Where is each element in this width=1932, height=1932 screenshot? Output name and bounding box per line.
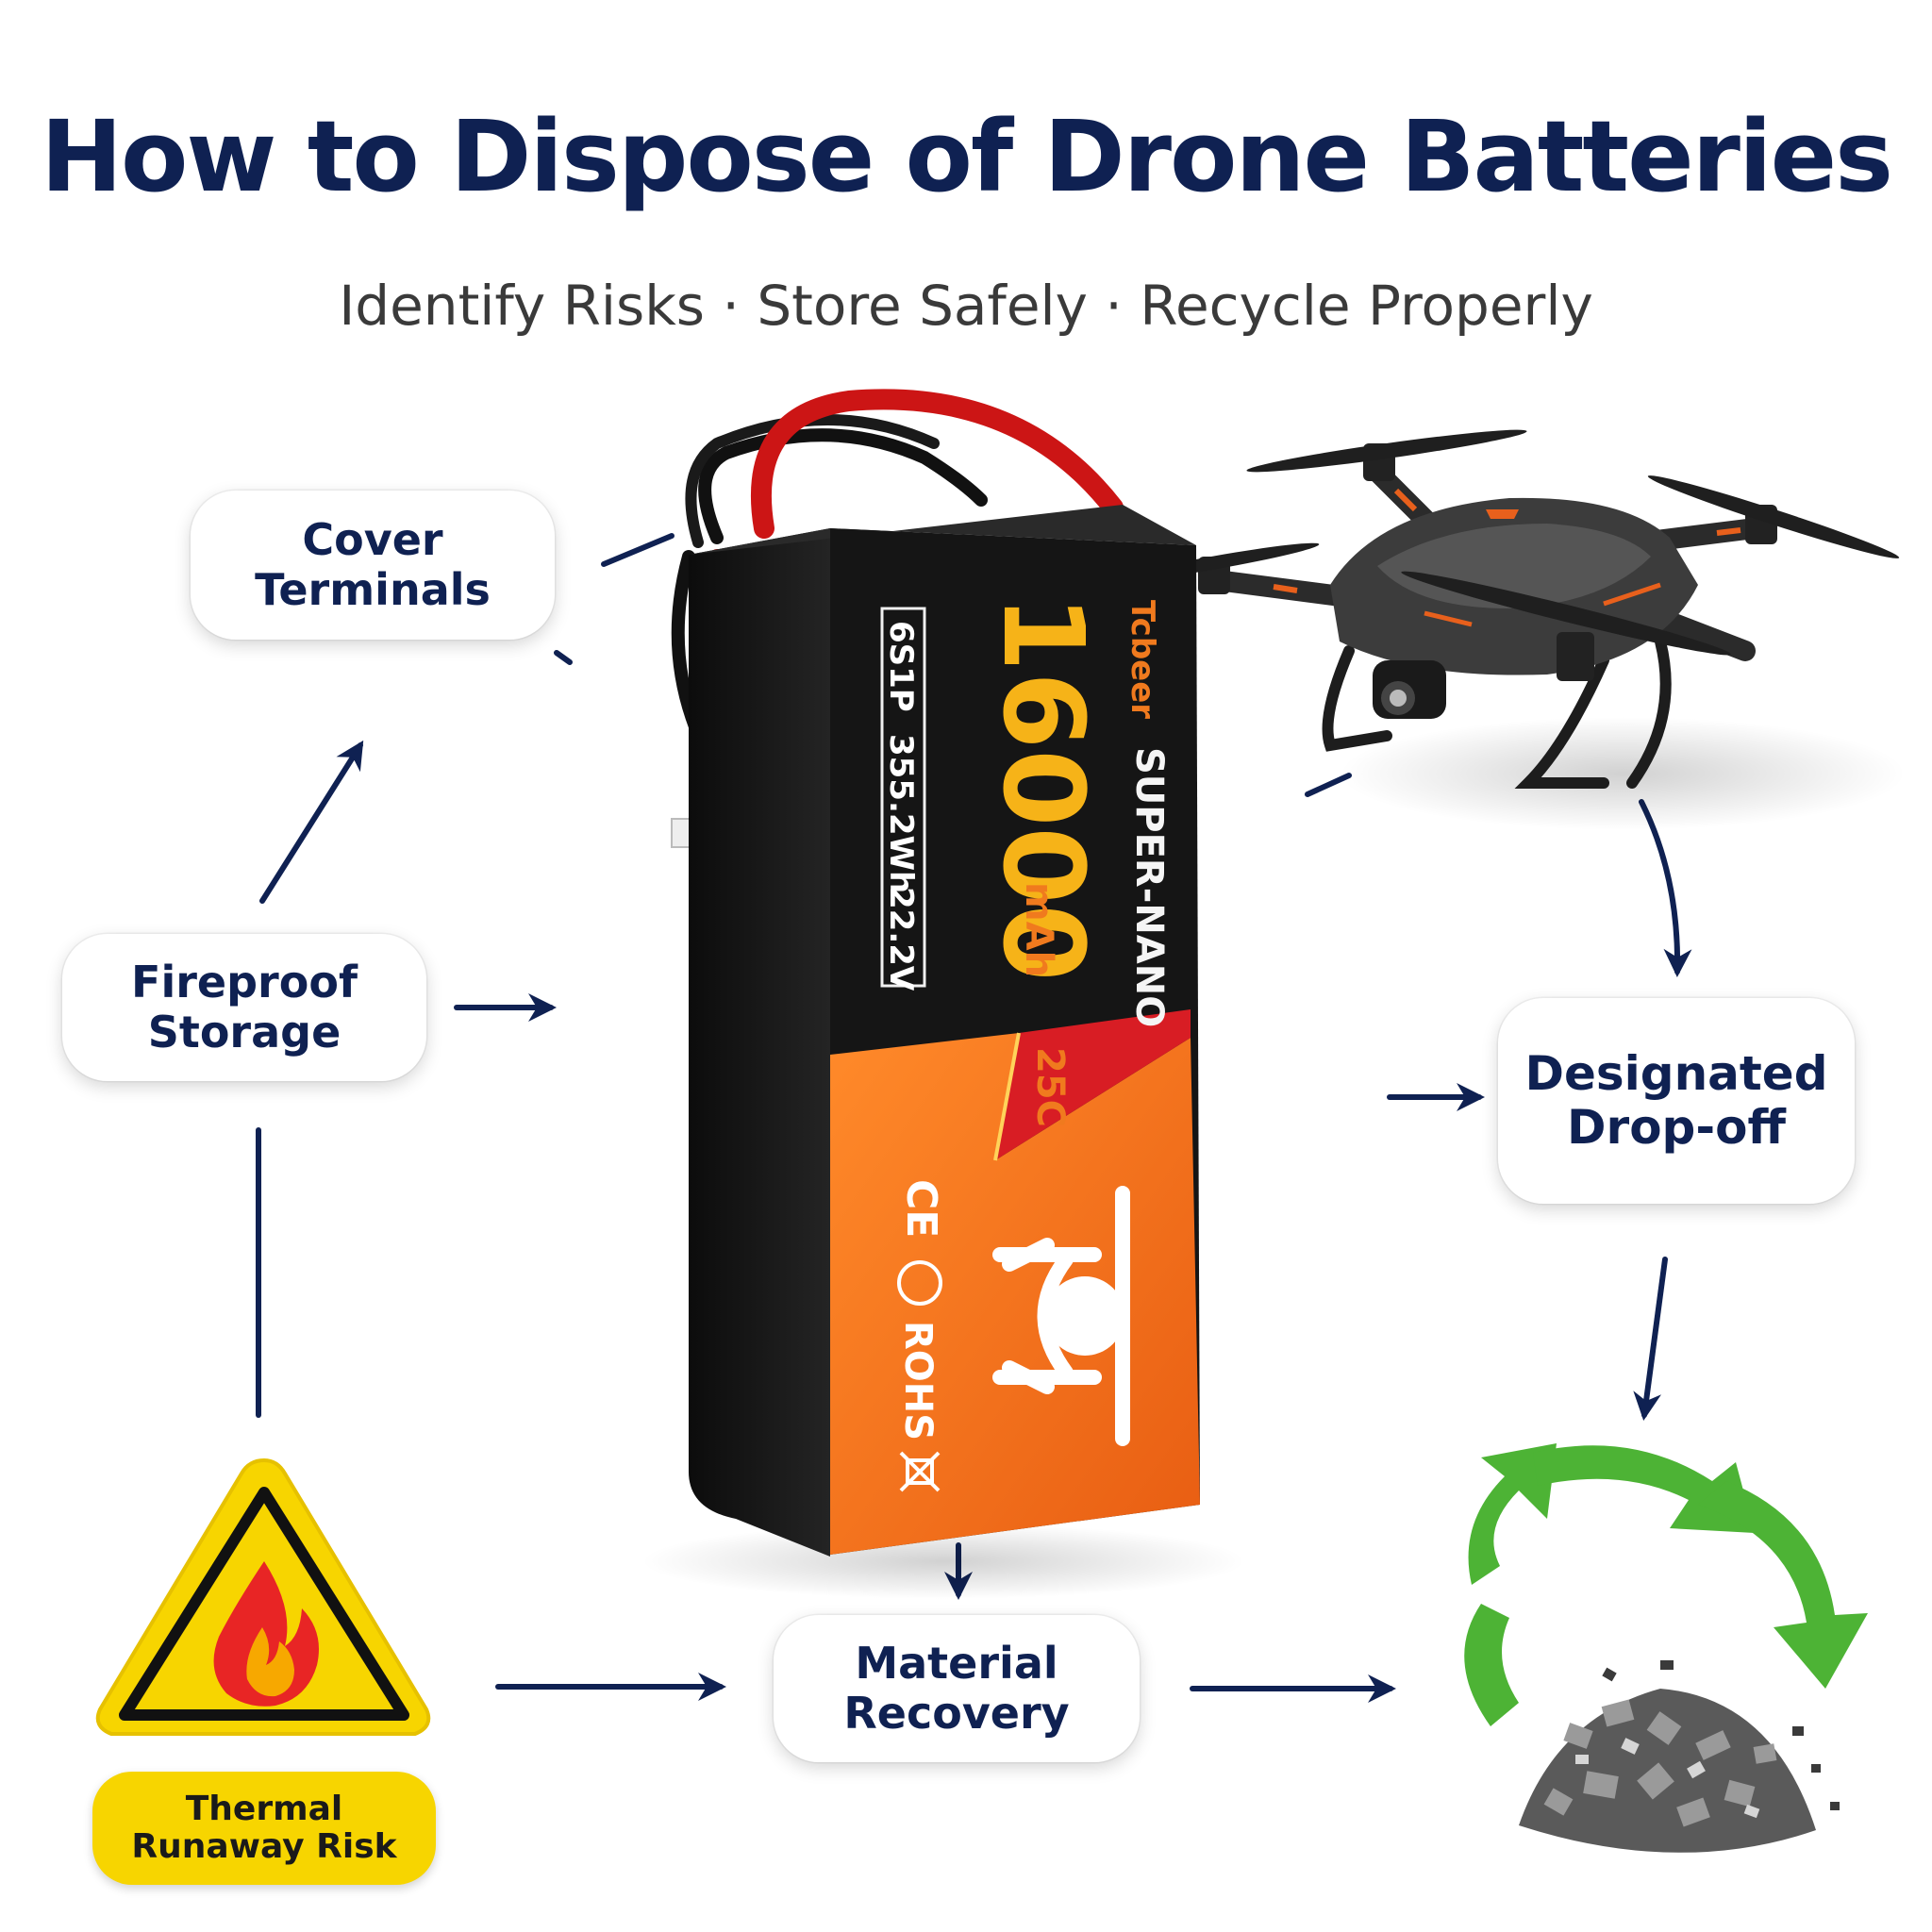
hazard-label: Thermal Runaway Risk [92,1772,436,1885]
battery-config: 6S1P [882,621,920,712]
arrow-to-cover-terminals [259,740,364,904]
arrow-dropoff-to-recycle [1633,1257,1668,1421]
metal-pile [1519,1660,1840,1853]
recycle-badge-icon [897,1260,942,1306]
arrow-cover-to-battery-mid [554,650,573,665]
fire-icon [213,1561,319,1707]
battery-rate: 25C [1028,1047,1072,1127]
battery-cert-rohs: ROHS [896,1321,940,1441]
step-designated-dropoff-label: Designated Drop-off [1524,1045,1828,1155]
arrow-cover-to-battery-top [601,533,675,567]
drone-illustration [1114,429,1906,830]
battery-model: SUPER-NANO [1127,747,1171,1027]
step-material-recovery: Material Recovery [774,1615,1140,1762]
battery-brand: Tcbeer [1124,600,1161,719]
step-cover-terminals-label: Cover Terminals [255,514,491,615]
weee-bin-icon [899,1451,941,1492]
page-title: How to Dispose of Drone Batteries [40,99,1893,214]
page-subtitle: Identify Risks · Store Safely · Recycle … [339,274,1593,338]
battery-voltage: 22.2V [882,887,920,991]
step-designated-dropoff: Designated Drop-off [1498,998,1855,1204]
step-material-recovery-label: Material Recovery [843,1638,1070,1739]
battery-pack: Tcbeer 16000 mAh SUPER-NANO 6S1P 355.2Wh… [641,389,1245,1599]
step-fireproof-storage: Fireproof Storage [62,934,426,1081]
recycle-icon [1464,1443,1868,1726]
hazard-warning-sign [95,1457,431,1736]
battery-cert-ce: CE [897,1179,945,1238]
drone-logo-icon [992,1186,1130,1446]
step-cover-terminals: Cover Terminals [191,491,555,640]
hazard-label-text: Thermal Runaway Risk [131,1790,397,1866]
battery-energy: 355.2Wh [882,734,920,893]
battery-capacity: 16000 [978,594,1108,982]
battery-unit: mAh [1017,882,1060,977]
battery-labels: Tcbeer 16000 mAh SUPER-NANO 6S1P 355.2Wh… [882,594,1171,1441]
step-fireproof-storage-label: Fireproof Storage [131,957,358,1058]
